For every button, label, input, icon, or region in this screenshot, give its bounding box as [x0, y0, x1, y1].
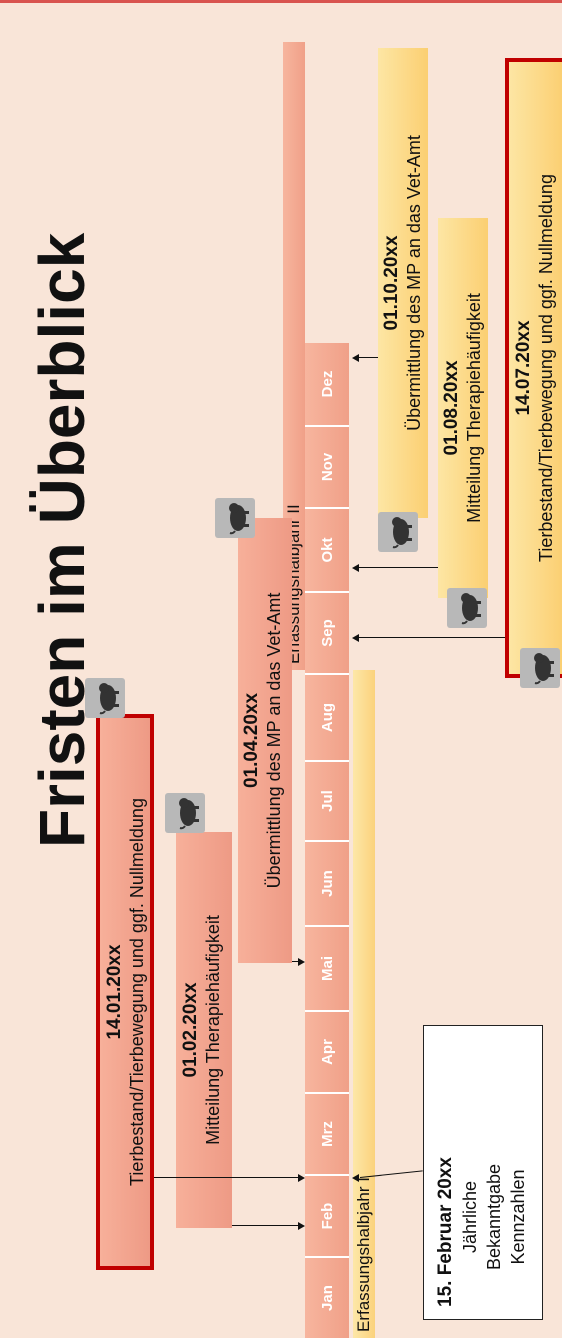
deadline-text: Mitteilung Therapiehäufigkeit	[203, 915, 223, 1145]
connector-line	[356, 637, 505, 638]
pig-icon	[165, 793, 205, 833]
kennzahlen-line2: Bekanntgabe	[484, 1163, 504, 1271]
period-1-strip: Erfassungshalbjahr I	[353, 670, 375, 1338]
connector-line	[232, 1225, 302, 1226]
arrowhead	[352, 1174, 359, 1182]
deadline-date: 01.02.20xx	[180, 982, 201, 1078]
page-title: Fristen im Überblick	[26, 232, 98, 848]
deadline-date: 14.07.20xx	[513, 320, 534, 416]
month-aug: Aug	[305, 673, 349, 760]
kennzahlen-date: 15. Februar 20xx	[435, 1157, 456, 1307]
deadline-date: 14.01.20xx	[104, 944, 125, 1040]
arrowhead	[352, 564, 359, 572]
pig-icon	[85, 678, 125, 718]
month-mrz: Mrz	[305, 1092, 349, 1174]
month-apr: Apr	[305, 1010, 349, 1092]
connector-line	[356, 567, 438, 568]
month-bar: Jan Feb Mrz Apr Mai Jun Jul Aug Sep Okt …	[305, 343, 349, 1338]
deadline-box-1: 14.01.20xx Tierbestand/Tierbewegung und …	[96, 714, 154, 1270]
month-feb: Feb	[305, 1174, 349, 1256]
month-jul: Jul	[305, 760, 349, 840]
pig-icon	[378, 512, 418, 552]
deadline-date: 01.08.20xx	[441, 360, 462, 456]
deadline-box-3: 01.04.20xx Übermittlung des MP an das Ve…	[238, 518, 292, 963]
pig-icon	[447, 588, 487, 628]
deadline-date: 01.04.20xx	[241, 692, 262, 789]
pig-icon	[520, 648, 560, 688]
deadline-box-5: 01.08.20xx Mitteilung Therapiehäufigkeit	[438, 218, 488, 598]
arrowhead	[298, 958, 305, 966]
deadline-text: Tierbestand/Tierbewegung und ggf. Nullme…	[127, 798, 147, 1186]
arrowhead	[352, 634, 359, 642]
connector-line	[356, 357, 378, 358]
month-okt: Okt	[305, 507, 349, 591]
connector-line	[292, 961, 293, 962]
month-mai: Mai	[305, 925, 349, 1010]
month-sep: Sep	[305, 591, 349, 673]
deadline-box-6: 01.10.20xx Übermittlung des MP an das Ve…	[378, 48, 428, 518]
month-jun: Jun	[305, 840, 349, 925]
kennzahlen-line3: Kennzahlen	[508, 1169, 528, 1265]
arrowhead	[298, 1174, 305, 1182]
deadline-date: 01.10.20xx	[381, 235, 402, 331]
kennzahlen-line1: Jährliche	[460, 1180, 480, 1254]
deadline-text: Übermittlung des MP an das Vet-Amt	[404, 135, 424, 431]
deadline-text: Übermittlung des MP an das Vet-Amt	[264, 592, 284, 889]
arrowhead	[298, 1222, 305, 1230]
pig-icon	[215, 498, 255, 538]
deadline-text: Mitteilung Therapiehäufigkeit	[464, 293, 484, 523]
top-rule	[0, 0, 562, 3]
deadline-box-2: 01.02.20xx Mitteilung Therapiehäufigkeit	[176, 832, 232, 1228]
arrowhead	[352, 354, 359, 362]
connector-line	[154, 1177, 302, 1178]
month-jan: Jan	[305, 1256, 349, 1338]
deadline-box-4: 14.07.20xx Tierbestand/Tierbewegung und …	[505, 58, 562, 678]
month-nov: Nov	[305, 425, 349, 507]
month-dez: Dez	[318, 370, 336, 398]
kennzahlen-box: 15. Februar 20xx Jährliche Bekanntgabe K…	[423, 1025, 543, 1320]
deadline-text: Tierbestand/Tierbewegung und ggf. Nullme…	[536, 174, 556, 562]
